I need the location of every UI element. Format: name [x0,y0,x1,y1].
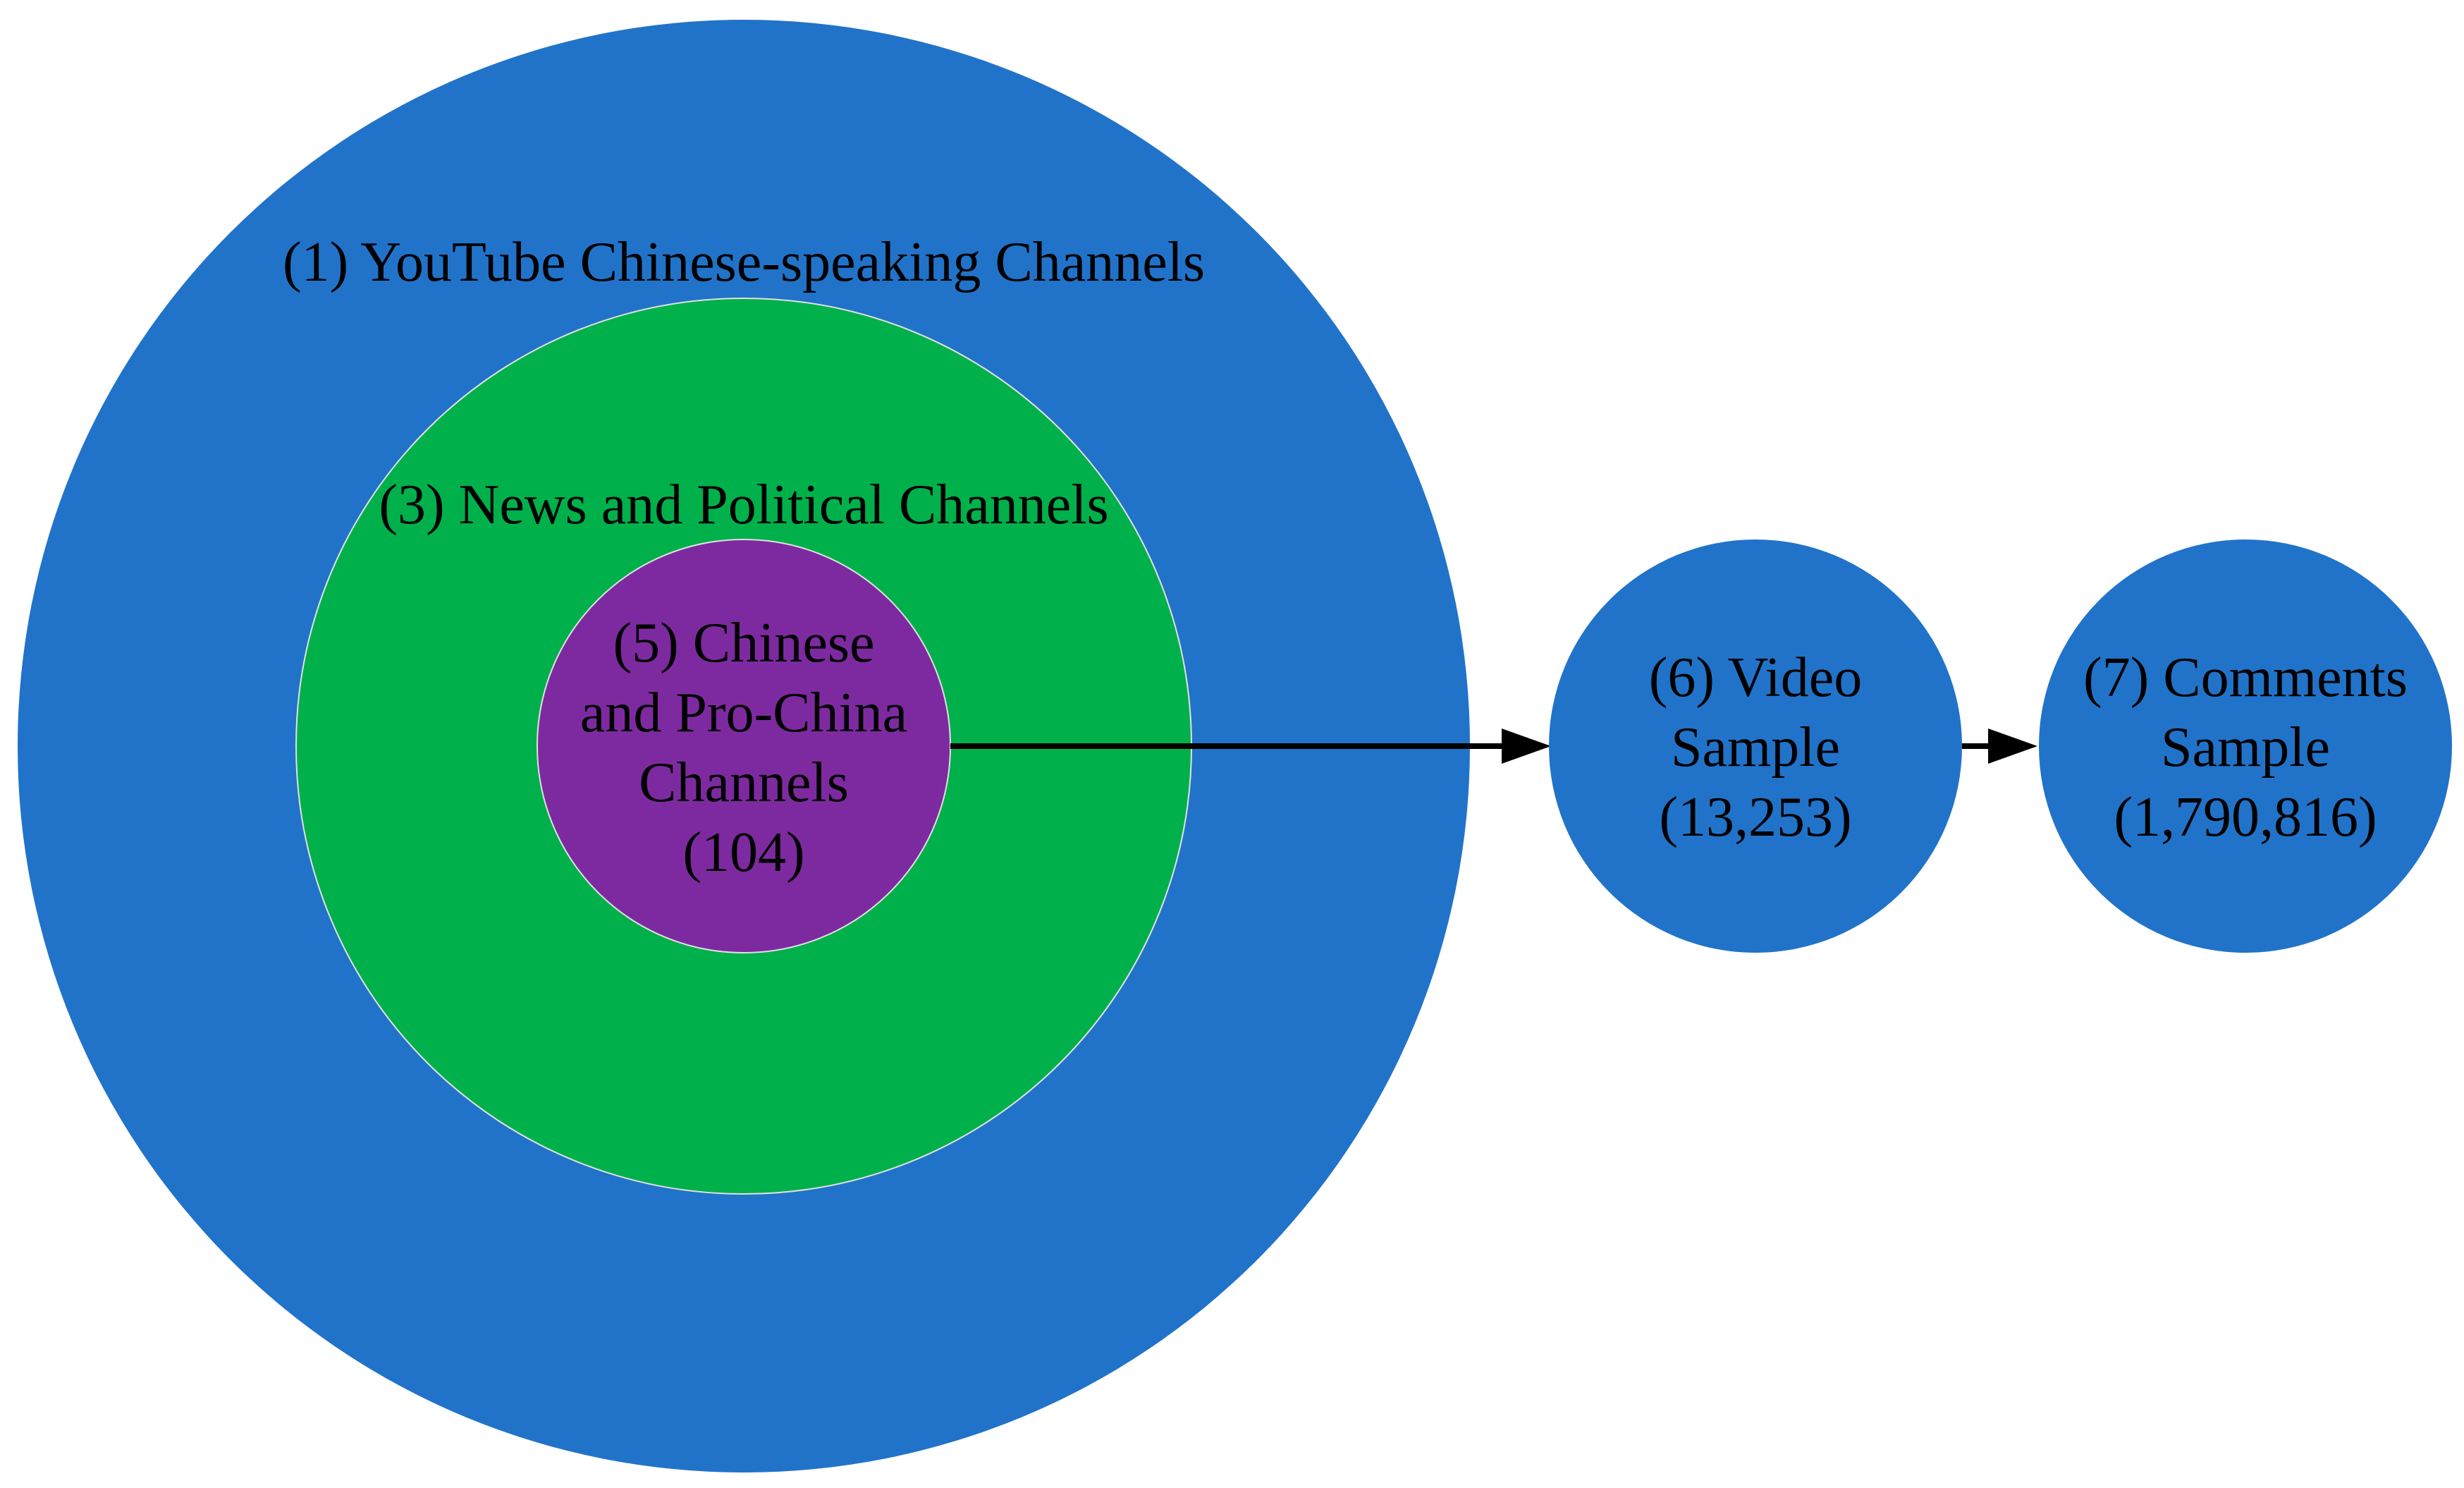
comments-node-label-line-1: (7) Comments [2083,647,2408,709]
inner-circle-label-line-3: Channels [639,752,849,814]
inner-circle-label-line-4: (104) [682,822,804,884]
comments-node-label-line-3: (1,790,816) [2114,786,2377,848]
video-node-label-line-1: (6) Video [1649,647,1863,709]
video-sample-node [1549,539,1962,953]
inner-circle-chinese-pro-china-channels [537,539,951,953]
comments-sample-node [2039,539,2452,953]
arrowhead-video [1502,728,1551,764]
arrowhead-comments [1988,728,2037,764]
outer-circle-label: (1) YouTube Chinese-speaking Channels [283,231,1205,293]
video-node-label-line-2: Sample [1671,716,1840,779]
comments-node-label-line-2: Sample [2161,716,2330,779]
inner-circle-label-line-1: (5) Chinese [613,612,874,674]
video-node-label-line-3: (13,253) [1659,786,1851,848]
middle-circle-label: (3) News and Political Channels [379,474,1108,536]
inner-circle-label-line-2: and Pro-China [580,682,907,744]
